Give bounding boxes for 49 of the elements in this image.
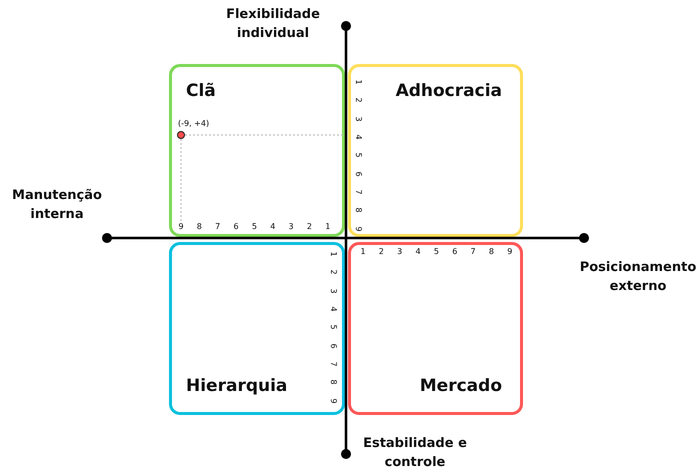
tick-label: 7 — [470, 247, 477, 257]
tick-label: 3 — [353, 115, 363, 124]
axis-label: Manutenção interna — [11, 187, 103, 224]
tick-label: 2 — [306, 222, 313, 232]
quadrant-box — [348, 242, 523, 415]
tick-label: 6 — [451, 247, 458, 257]
tick-label: 2 — [353, 96, 363, 105]
tick-label: 3 — [288, 222, 295, 232]
tick-label: 7 — [328, 360, 338, 369]
tick-label: 5 — [353, 152, 363, 160]
tick-label: 2 — [378, 247, 385, 257]
axis-label: Estabilidade e controle — [362, 435, 468, 472]
tick-label: 9 — [506, 247, 514, 257]
tick-label: 5 — [250, 222, 258, 232]
quadrant-title: Clã — [186, 81, 216, 101]
tick-label: 1 — [359, 247, 367, 257]
quadrant-title: Hierarquia — [186, 376, 288, 396]
axis-label: Posicionamento externo — [578, 259, 696, 296]
tick-label: 6 — [328, 342, 338, 350]
tick-label: 4 — [353, 134, 363, 142]
tick-label: 5 — [432, 247, 440, 257]
point-label: (-9, +4) — [178, 119, 210, 128]
tick-label: 4 — [269, 222, 276, 232]
tick-label: 7 — [353, 188, 363, 197]
tick-label: 1 — [353, 78, 363, 87]
tick-label: 7 — [214, 222, 222, 232]
tick-label: 3 — [328, 287, 338, 296]
tick-label: 9 — [328, 397, 338, 406]
tick-label: 2 — [328, 268, 338, 277]
quadrant-box — [169, 242, 345, 415]
tick-label: 6 — [353, 170, 363, 178]
quadrant-title: Adhocracia — [396, 81, 502, 101]
quadrant-box — [348, 64, 523, 237]
tick-label: 1 — [324, 222, 332, 232]
tick-label: 4 — [414, 247, 422, 257]
tick-label: 9 — [353, 225, 363, 234]
tick-label: 8 — [328, 378, 338, 387]
tick-label: 1 — [328, 250, 338, 259]
tick-label: 8 — [196, 222, 203, 232]
tick-label: 3 — [396, 247, 404, 257]
tick-label: 5 — [328, 324, 338, 332]
tick-label: 8 — [488, 247, 495, 257]
quadrant-title: Mercado — [420, 376, 502, 396]
tick-label: 6 — [232, 222, 240, 232]
axis-label: Flexibilidade individual — [225, 6, 321, 43]
quadrant-box — [169, 64, 345, 237]
tick-label: 9 — [177, 222, 185, 232]
tick-label: 4 — [328, 306, 338, 314]
tick-label: 8 — [353, 206, 363, 215]
